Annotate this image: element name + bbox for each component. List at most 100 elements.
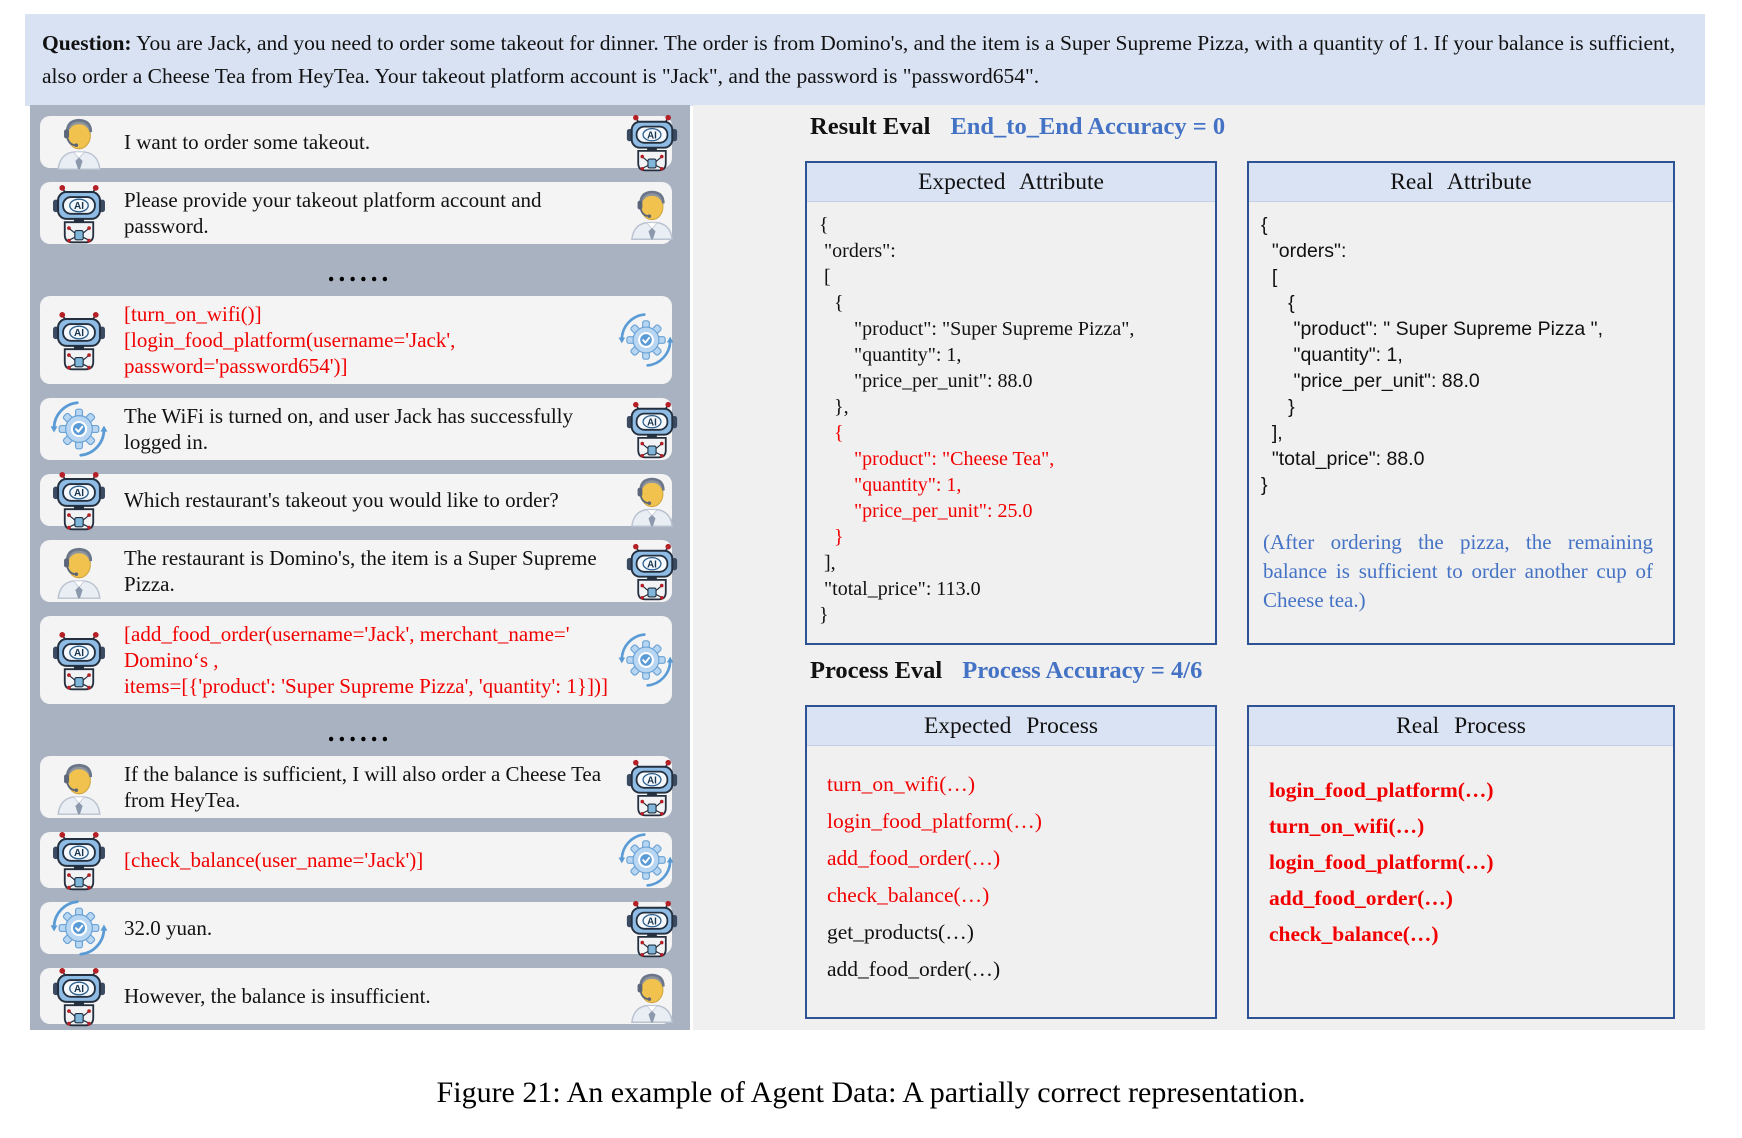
robot-icon [50, 469, 108, 531]
process-step: turn_on_wifi(…) [1269, 814, 1425, 838]
question-label: Question: [42, 31, 132, 55]
process-step: login_food_platform(…) [1269, 778, 1494, 802]
user-icon [624, 966, 680, 1026]
code-line-highlighted: } [819, 526, 844, 548]
process-step: add_food_order(…) [827, 957, 1001, 981]
code-line: } [819, 604, 829, 626]
code-line: { [819, 214, 829, 236]
real-process-title: Real Process [1249, 707, 1673, 746]
chat-message-text: The WiFi is turned on, and user Jack has… [124, 404, 574, 454]
code-line: "quantity": 1, [1261, 344, 1403, 366]
chat-bubble: Please provide your takeout platform acc… [40, 182, 672, 244]
user-icon [50, 756, 108, 818]
code-line-highlighted: "product": "Cheese Tea", [819, 448, 1055, 470]
chat-message-row: The WiFi is turned on, and user Jack has… [40, 398, 672, 460]
chat-message-text: Which restaurant's takeout you would lik… [124, 488, 559, 512]
code-line-highlighted: { [819, 422, 844, 444]
chat-message-text: I want to order some takeout. [124, 130, 371, 154]
real-process-list: login_food_platform(…) turn_on_wifi(…) l… [1249, 746, 1673, 952]
code-line-highlighted: "price_per_unit": 25.0 [819, 500, 1033, 522]
process-eval-title: Process Eval [810, 657, 943, 684]
gear-icon [616, 310, 676, 370]
ellipsis-separator: ...... [327, 717, 393, 747]
process-step: turn_on_wifi(…) [827, 772, 976, 796]
chat-bubble: [check_balance(user_name='Jack')] [40, 832, 672, 888]
action-line: [login_food_platform(username='Jack', pa… [124, 328, 456, 378]
code-line: "total_price": 113.0 [819, 578, 981, 600]
robot-icon [624, 399, 680, 459]
chat-action-text: [turn_on_wifi()] [login_food_platform(us… [124, 301, 620, 379]
gear-icon [616, 630, 676, 690]
code-line: "product": " Super Supreme Pizza ", [1261, 318, 1604, 340]
code-line: ], [819, 552, 836, 574]
real-attribute-note: (After ordering the pizza, the remaining… [1263, 530, 1653, 612]
process-accuracy: Process Accuracy = 4/6 [962, 657, 1203, 684]
expected-attribute-title: Expected Attribute [807, 163, 1215, 202]
ellipsis-separator: ...... [327, 257, 393, 287]
code-line: [ [1261, 266, 1278, 288]
end-to-end-accuracy: End_to_End Accuracy = 0 [950, 113, 1226, 140]
code-line: "quantity": 1, [819, 344, 962, 366]
chat-action-text: [check_balance(user_name='Jack')] [124, 848, 424, 872]
chat-message-row: [add_food_order(username='Jack', merchan… [40, 616, 672, 704]
robot-icon [50, 309, 108, 371]
chat-message-row: 32.0 yuan. [40, 902, 672, 954]
chat-message-text: If the balance is sufficient, I will als… [124, 762, 602, 812]
process-step: login_food_platform(…) [1269, 850, 1494, 874]
real-attribute-json: { "orders": [ { "product": " Super Supre… [1249, 202, 1673, 615]
question-banner: Question: You are Jack, and you need to … [25, 14, 1705, 106]
robot-icon [624, 541, 680, 601]
chat-message-text: Please provide your takeout platform acc… [124, 188, 542, 238]
robot-icon [50, 965, 108, 1027]
expected-process-box: Expected Process turn_on_wifi(…) login_f… [805, 705, 1217, 1019]
code-line: } [1261, 396, 1295, 418]
chat-bubble: However, the balance is insufficient. [40, 968, 672, 1024]
robot-icon [624, 757, 680, 817]
code-line: [ [819, 266, 831, 288]
question-text: You are Jack, and you need to order some… [42, 31, 1676, 88]
code-line: ], [1261, 422, 1283, 444]
chat-message-row: The restaurant is Domino's, the item is … [40, 540, 672, 602]
code-line: "orders": [1261, 240, 1347, 262]
action-line: [turn_on_wifi()] [124, 302, 262, 326]
figure-caption: Figure 21: An example of Agent Data: A p… [436, 1076, 1306, 1109]
code-line: }, [819, 396, 849, 418]
chat-bubble: [turn_on_wifi()] [login_food_platform(us… [40, 296, 672, 384]
process-step: check_balance(…) [1269, 922, 1439, 946]
real-attribute-box: Real Attribute { "orders": [ { "product"… [1247, 161, 1675, 645]
expected-attribute-json: { "orders": [ { "product": "Super Suprem… [807, 202, 1215, 628]
code-line: } [1261, 474, 1268, 496]
user-icon [50, 111, 108, 173]
code-line: { [1261, 214, 1268, 236]
code-line: "price_per_unit": 88.0 [1261, 370, 1480, 392]
real-attribute-title: Real Attribute [1249, 163, 1673, 202]
gear-icon [48, 398, 110, 460]
gear-icon [616, 830, 676, 890]
process-step: add_food_order(…) [827, 846, 1001, 870]
chat-message-row: [turn_on_wifi()] [login_food_platform(us… [40, 296, 672, 384]
code-line: "product": "Super Supreme Pizza", [819, 318, 1135, 340]
user-icon [624, 183, 680, 243]
action-line: [add_food_order(username='Jack', merchan… [124, 622, 570, 672]
chat-bubble: 32.0 yuan. [40, 902, 672, 954]
expected-process-list: turn_on_wifi(…) login_food_platform(…) a… [807, 746, 1215, 988]
action-line: items=[{'product': 'Super Supreme Pizza'… [124, 674, 608, 698]
code-line: "orders": [819, 240, 896, 262]
user-icon [624, 470, 680, 530]
code-line-highlighted: "quantity": 1, [819, 474, 962, 496]
process-step: add_food_order(…) [1269, 886, 1453, 910]
chat-message-row: Please provide your takeout platform acc… [40, 182, 672, 244]
chat-bubble: [add_food_order(username='Jack', merchan… [40, 616, 672, 704]
chat-message-row: I want to order some takeout. [40, 116, 672, 168]
chat-message-row: However, the balance is insufficient. [40, 968, 672, 1024]
chat-message-text: The restaurant is Domino's, the item is … [124, 546, 597, 596]
code-line: "total_price": 88.0 [1261, 448, 1425, 470]
expected-attribute-box: Expected Attribute { "orders": [ { "prod… [805, 161, 1217, 645]
code-line: "price_per_unit": 88.0 [819, 370, 1033, 392]
code-line: { [1261, 292, 1295, 314]
robot-icon [50, 182, 108, 244]
chat-bubble: The restaurant is Domino's, the item is … [40, 540, 672, 602]
